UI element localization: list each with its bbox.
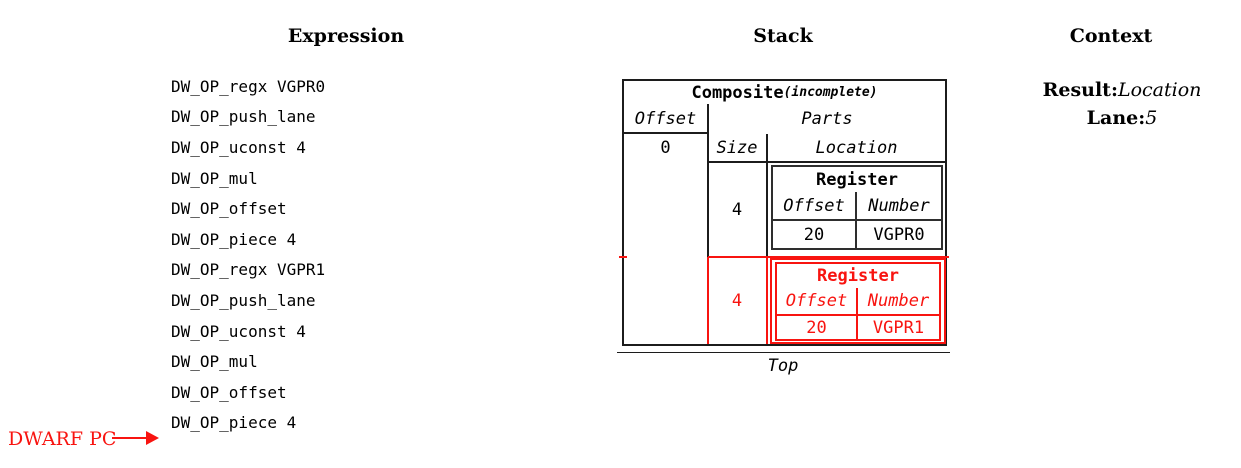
expression-column-title: Expression	[287, 25, 405, 47]
parts-column-header: Parts	[801, 108, 853, 129]
lane-label: Lane:	[1086, 107, 1146, 129]
part-size: 4	[731, 290, 743, 311]
register-table: Register Offset Number 20 VGPR0	[771, 165, 943, 250]
register-table: Register Offset Number 20 VGPR1	[775, 262, 941, 341]
expression-op: DW_OP_piece 4	[171, 229, 297, 249]
register-divider	[856, 288, 858, 339]
composite-title: Composite	[691, 82, 784, 103]
register-offset-header: Offset	[783, 195, 845, 216]
context-lane: Lane:5	[992, 107, 1241, 129]
stack-top-rule	[617, 352, 950, 353]
register-rule	[777, 314, 939, 316]
highlight-row-top-rule	[708, 256, 949, 258]
expression-op: DW_OP_mul	[171, 168, 258, 188]
register-title: Register	[817, 266, 899, 286]
offset-header-rule	[624, 132, 708, 134]
context-result: Result:Location	[992, 79, 1241, 101]
highlight-row-left-tick	[619, 256, 627, 258]
expression-op: DW_OP_push_lane	[171, 290, 316, 310]
context-column-title: Context	[1069, 25, 1153, 47]
expression-op: DW_OP_push_lane	[171, 107, 316, 127]
parts-header-rule	[709, 161, 945, 163]
expression-op: DW_OP_mul	[171, 352, 258, 372]
offset-column-header: Offset	[634, 108, 697, 129]
result-label: Result:	[1042, 79, 1118, 101]
register-number-header: Number	[868, 195, 930, 216]
expression-op: DW_OP_regx VGPR1	[171, 260, 326, 280]
expression-op: DW_OP_offset	[171, 199, 287, 219]
offset-parts-divider	[707, 104, 709, 257]
dwarf-pc-arrow-icon	[146, 431, 159, 445]
expression-op: DW_OP_uconst 4	[171, 137, 306, 157]
register-number-header: Number	[867, 291, 930, 311]
stack-top-marker: Top	[767, 356, 799, 376]
location-column-header: Location	[815, 138, 898, 158]
offset-parts-divider-highlight	[707, 257, 709, 344]
composite-qualifier: (incomplete)	[783, 85, 878, 100]
register-offset-value: 20	[803, 224, 825, 245]
expression-op: DW_OP_uconst 4	[171, 321, 306, 341]
highlight-location-cell-border	[770, 258, 946, 344]
size-location-divider-highlight	[766, 257, 768, 344]
result-value: Location	[1117, 79, 1202, 101]
stack-table	[622, 79, 947, 346]
register-number-value: VGPR0	[873, 224, 925, 245]
part-size: 4	[731, 200, 743, 220]
register-rule	[773, 219, 941, 221]
offset-value: 0	[660, 138, 671, 158]
register-offset-header: Offset	[785, 291, 848, 311]
stack-column-title: Stack	[753, 25, 813, 47]
expression-op: DW_OP_piece 4	[171, 413, 297, 433]
register-offset-value: 20	[806, 317, 827, 338]
expression-op: DW_OP_regx VGPR0	[171, 76, 326, 96]
composite-header: Composite(incomplete)	[624, 81, 945, 104]
expression-op: DW_OP_offset	[171, 382, 287, 402]
size-column-header: Size	[716, 138, 758, 158]
lane-value: 5	[1145, 107, 1158, 129]
register-title: Register	[816, 169, 898, 190]
dwarf-pc-label: DWARF PC	[8, 428, 117, 450]
dwarf-pc-arrow-line	[112, 437, 148, 439]
size-location-divider	[766, 134, 768, 257]
register-number-value: VGPR1	[872, 317, 925, 338]
